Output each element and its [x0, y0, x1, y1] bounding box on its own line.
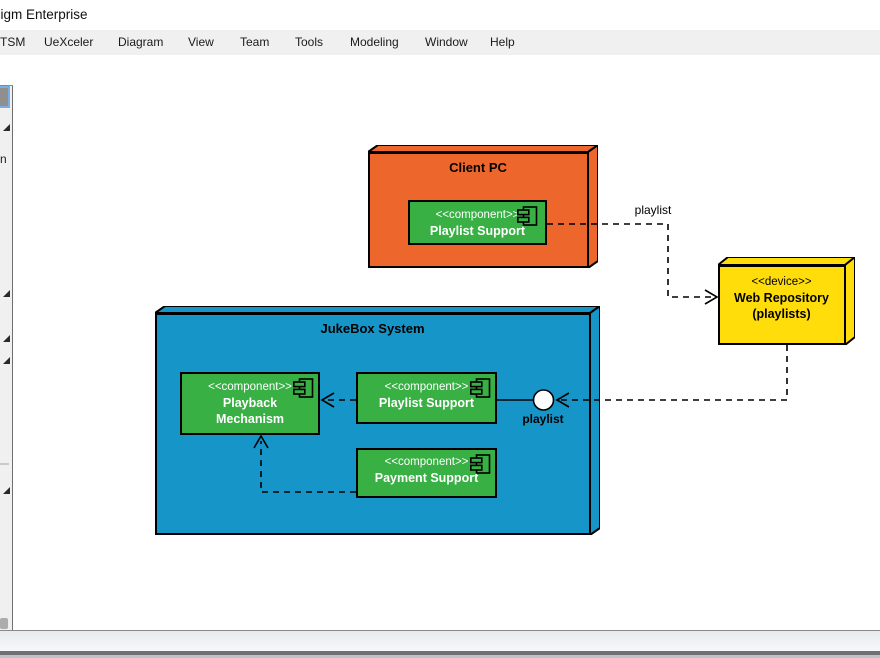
diagram-canvas[interactable]: Client PC JukeBox System <<device>> Web … — [13, 85, 880, 630]
menu-item-tools[interactable]: Tools — [295, 35, 324, 49]
menu-item-modeling[interactable]: Modeling — [350, 35, 399, 49]
component-payment-support[interactable]: <<component>> Payment Support — [356, 448, 497, 498]
component-icon — [470, 454, 491, 474]
palette-tool-dropdown-icon[interactable] — [3, 290, 10, 297]
component-stereotype: <<component>> — [384, 381, 469, 393]
device-stereotype: <<device>> — [751, 276, 812, 288]
diagram-tool-palette[interactable]: n — [0, 85, 13, 630]
component-name: Playlist Support — [429, 224, 526, 238]
device-label: <<device>> Web Repository (playlists) — [718, 274, 845, 322]
component-icon — [470, 378, 491, 398]
component-name: Playlist Support — [378, 396, 475, 410]
component-subname: Mechanism — [215, 412, 285, 426]
component-icon — [517, 206, 538, 226]
component-icon — [293, 378, 314, 398]
menu-bar: TSM UeXceler Diagram View Team Tools Mod… — [0, 30, 880, 55]
component-client-playlist-support[interactable]: <<component>> Playlist Support — [408, 200, 547, 245]
node-web-repository[interactable] — [718, 257, 855, 345]
menu-item-diagram[interactable]: Diagram — [118, 35, 164, 49]
node-title: JukeBox System — [320, 321, 425, 336]
component-stereotype: <<component>> — [208, 381, 292, 393]
menu-item-help[interactable]: Help — [490, 35, 515, 49]
menu-item-tsm[interactable]: TSM — [0, 35, 26, 49]
palette-selected-tool[interactable] — [0, 86, 10, 108]
palette-divider — [0, 463, 9, 465]
palette-clipped-label: n — [0, 152, 7, 166]
menu-item-uexceler[interactable]: UeXceler — [44, 35, 94, 49]
palette-tool-dropdown-icon[interactable] — [3, 124, 10, 131]
dependency-label-playlist: playlist — [634, 203, 672, 217]
component-name: Payment Support — [374, 471, 479, 485]
menu-item-team[interactable]: Team — [240, 35, 270, 49]
palette-scroll-thumb[interactable] — [0, 618, 8, 629]
palette-tool-dropdown-icon[interactable] — [3, 335, 10, 342]
status-bar — [0, 630, 880, 658]
node-title: Client PC — [449, 160, 507, 175]
palette-tool-dropdown-icon[interactable] — [3, 357, 10, 364]
status-bar-bottom-edge — [0, 655, 880, 658]
menu-item-view[interactable]: View — [188, 35, 214, 49]
component-playback-mechanism[interactable]: <<component>> Playback Mechanism — [180, 372, 320, 435]
interface-label-playlist: playlist — [522, 412, 564, 426]
status-bar-lower-band — [0, 651, 880, 655]
component-jukebox-playlist-support[interactable]: <<component>> Playlist Support — [356, 372, 497, 424]
title-bar: digm Enterprise — [0, 0, 880, 30]
menu-item-window[interactable]: Window — [425, 35, 468, 49]
window-title: digm Enterprise — [0, 7, 88, 22]
device-subname: (playlists) — [752, 307, 811, 321]
palette-tool-dropdown-icon[interactable] — [3, 487, 10, 494]
component-stereotype: <<component>> — [384, 456, 469, 468]
component-name: Playback — [222, 396, 278, 410]
component-stereotype: <<component>> — [435, 209, 520, 221]
node-3d-shape — [718, 257, 855, 345]
device-name: Web Repository — [734, 291, 829, 305]
